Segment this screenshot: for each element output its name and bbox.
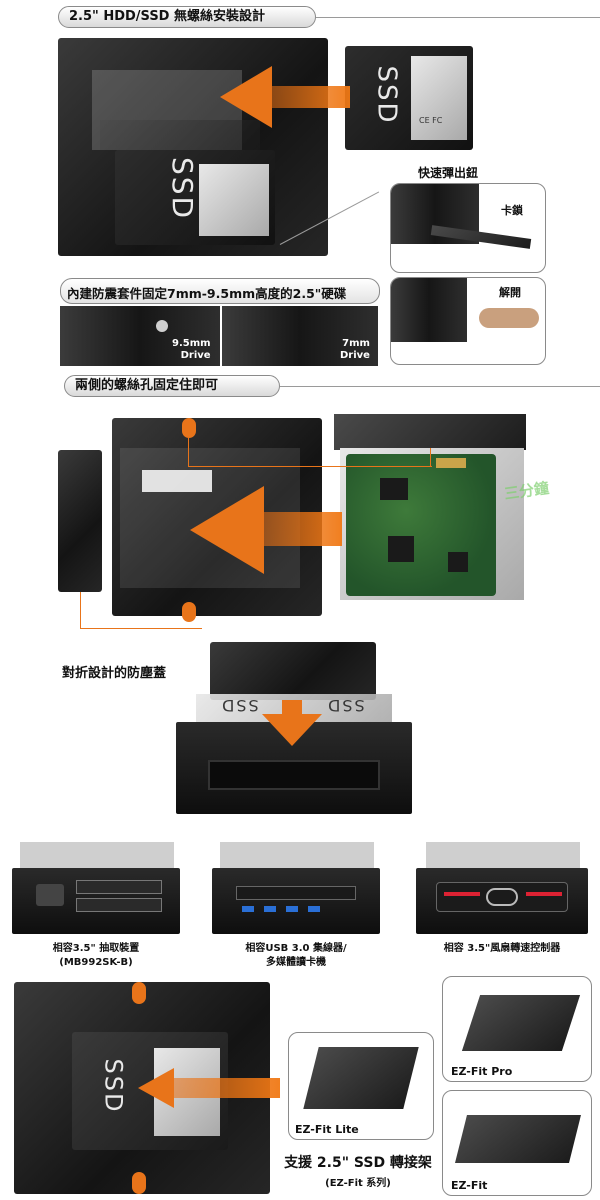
ssd-text: SSD (166, 156, 200, 221)
ezfit-box: EZ-Fit (442, 1090, 592, 1196)
ssd-text-2: SSD (371, 65, 402, 125)
compat2-usb-4 (308, 906, 320, 912)
ssd-sticker-2 (411, 56, 467, 140)
ezfit-label: EZ-Fit (451, 1179, 488, 1192)
drive-left-line1: 9.5mm (172, 338, 211, 349)
ezfit-arrow-head (138, 1068, 174, 1108)
cert-mark: CE FC (419, 116, 443, 125)
ssd-sticker (199, 164, 269, 236)
compat1-tray-2 (76, 898, 162, 912)
inserting-ssd: SSD CE FC (345, 46, 473, 150)
pcb-chip-2 (388, 536, 414, 562)
compat1-line2: (MB992SK-B) (59, 957, 133, 968)
enclosure-slot (208, 760, 380, 790)
compat1-line1: 相容3.5" 抽取裝置 (52, 943, 140, 954)
ezfit-ssd-text: SSD (99, 1058, 128, 1114)
ezfit-pro-render (461, 995, 581, 1051)
ezfit-render (455, 1115, 581, 1163)
hdd-arrow-head (190, 486, 264, 574)
connector-line-top (188, 466, 432, 467)
connector-line-top-v (430, 448, 431, 466)
section1-title: 2.5" HDD/SSD 無螺絲安裝設計 (58, 6, 316, 28)
support-line1: 支援 2.5" SSD 轉接架 (284, 1155, 432, 1171)
section2-rule (280, 386, 600, 387)
cover-arrow-shaft (282, 700, 302, 716)
ezfit-pro-box: EZ-Fit Pro (442, 976, 592, 1082)
lock-latch (430, 225, 532, 249)
unlock-callout: 解開 (390, 277, 546, 365)
dust-cover-label: 對折設計的防塵蓋 (62, 666, 167, 681)
ezfit-lite-box: EZ-Fit Lite (288, 1032, 434, 1140)
enclosure-ssd-text-2: SSD (326, 696, 365, 715)
pcb-chip-1 (380, 478, 408, 500)
drive-photo-95: 9.5mm Drive (60, 306, 220, 366)
ezfit-lite-label: EZ-Fit Lite (295, 1123, 359, 1136)
pcb-connector (436, 458, 466, 468)
compat3-knob (486, 888, 518, 906)
compat2-usb-2 (264, 906, 276, 912)
ezfit-lite-render (303, 1047, 419, 1109)
cover-line-v (80, 592, 81, 628)
finger (479, 308, 539, 328)
compat2-caption: 相容USB 3.0 集線器/ 多媒體讀卡機 (212, 942, 380, 970)
compat2-line2: 多媒體讀卡機 (266, 957, 326, 968)
enclosure-ssd-text-1: SSD (220, 696, 259, 715)
compat1-lock (36, 884, 64, 906)
support-line2: (EZ-Fit 系列) (325, 1178, 391, 1189)
unlock-label: 解開 (499, 286, 521, 299)
compat2-line1: 相容USB 3.0 集線器/ (245, 943, 347, 954)
compat1-tray-1 (76, 880, 162, 894)
ezfit-pin-top (132, 982, 146, 1004)
drive-left-line2: Drive (180, 350, 211, 361)
ezfit-arrow-shaft (170, 1078, 280, 1098)
screw-95 (156, 320, 168, 332)
hdd-body (340, 448, 524, 600)
section2-title: 兩側的螺絲孔固定住即可 (64, 375, 280, 397)
support-caption: 支援 2.5" SSD 轉接架 (EZ-Fit 系列) (276, 1152, 440, 1189)
compat2-usb-3 (286, 906, 298, 912)
installed-ssd: SSD (115, 150, 275, 245)
compat3-line1: 相容 3.5"風扇轉速控制器 (443, 943, 561, 954)
compat3-caption: 相容 3.5"風扇轉速控制器 (416, 942, 588, 956)
cover-line-h (80, 628, 202, 629)
insert-arrow-shaft (270, 86, 350, 108)
ezfit-pro-label: EZ-Fit Pro (451, 1065, 513, 1078)
compat3-led-left (444, 892, 480, 896)
drive-photo-7: 7mm Drive (222, 306, 378, 366)
drive-right-line1: 7mm (342, 338, 370, 349)
drive-right-line2: Drive (340, 350, 370, 361)
folded-cover (210, 642, 376, 700)
quick-release-title: 快速彈出鈕 (418, 166, 479, 180)
screw-pin-bottom (182, 602, 196, 622)
compat1-top (20, 842, 174, 868)
height-caption-box: 內建防震套件固定7mm-9.5mm高度的2.5"硬碟 (60, 278, 380, 304)
compat2-top (220, 842, 374, 868)
compat1-bay (12, 868, 180, 934)
section1-rule (316, 17, 600, 18)
cover-arrow (262, 714, 322, 746)
section1-title-text: 2.5" HDD/SSD 無螺絲安裝設計 (69, 9, 265, 24)
compat3-top (426, 842, 580, 868)
hdd-arrow-shaft (262, 512, 342, 546)
compat2-reader (236, 886, 356, 900)
screw-pin-top (182, 418, 196, 438)
dust-cover-panel (58, 450, 102, 592)
compat3-fan-panel (436, 882, 568, 912)
connector-line-left-v (188, 438, 189, 466)
unlock-photo (391, 278, 467, 342)
hdd-pcb (346, 454, 496, 596)
pcb-chip-3 (448, 552, 468, 572)
lock-callout: 卡鎖 (390, 183, 546, 273)
lock-label: 卡鎖 (501, 204, 523, 217)
hdd-side (334, 414, 526, 450)
section2-title-text: 兩側的螺絲孔固定住即可 (75, 378, 219, 393)
compat1-caption: 相容3.5" 抽取裝置 (MB992SK-B) (12, 942, 180, 970)
compat2-usb-1 (242, 906, 254, 912)
height-caption: 內建防震套件固定7mm-9.5mm高度的2.5"硬碟 (67, 286, 347, 301)
compat2-bay (212, 868, 380, 934)
compat3-bay (416, 868, 588, 934)
compat3-led-right (526, 892, 562, 896)
ezfit-pin-bottom (132, 1172, 146, 1194)
insert-arrow-head (220, 66, 272, 128)
